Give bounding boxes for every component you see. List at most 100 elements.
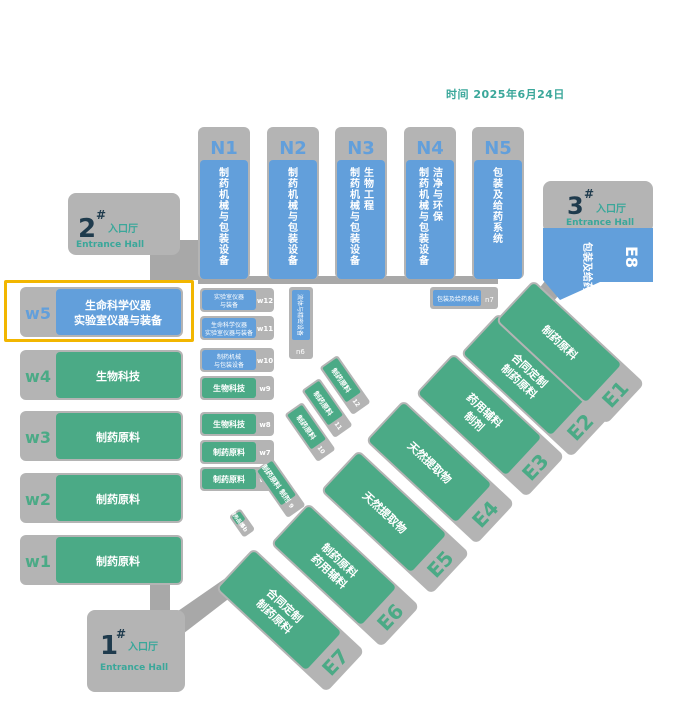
hall-n5-label-char: 装 [492, 177, 503, 190]
hall-e8[interactable]: 包装及给药系统 E8 [543, 228, 653, 312]
hall-n2-id: N2 [279, 138, 307, 159]
hall-w7[interactable]: w7 制药原料 [200, 440, 274, 464]
hall-n4-id: N4 [416, 138, 444, 159]
hall-n4-label-2-char: 保 [432, 210, 444, 223]
hall-w5-id: w5 [25, 304, 51, 323]
hall-n3-label-char: 制 [350, 166, 360, 179]
hall-w7-label: 制药原料 [213, 447, 245, 457]
hall-fill [257, 461, 296, 505]
hall-w9[interactable]: w9 生物科技 [200, 376, 274, 400]
hall-n1-label-char: 包 [219, 221, 229, 234]
hall-fill [202, 414, 256, 434]
hall-e8-id: E8 [622, 246, 641, 268]
hall-n7[interactable]: 包装及给药系统 n7 [430, 287, 498, 309]
hall-n2-label-char: 械 [288, 199, 298, 212]
hall-n3-label-2-char: 物 [364, 177, 374, 190]
hall-fill [202, 290, 256, 310]
hall-n4-label-2-char: 与 [433, 188, 443, 201]
entrance-1[interactable]: 1 # 入口厅 Entrance Hall [87, 610, 185, 692]
hall-n5-label-char: 系 [493, 221, 503, 234]
hall-n5-label-char: 及 [493, 189, 504, 201]
hall-w4-label: 生物科技 [96, 369, 141, 383]
hall-w11-label-2: 实验室仪器与装备 [205, 329, 253, 337]
entrance-2-cn: 入口厅 [108, 223, 138, 235]
hall-w9-label: 生物科技 [213, 383, 246, 393]
hall-w8-label: 生物科技 [213, 419, 246, 429]
entrance-3-cn: 入口厅 [596, 203, 626, 215]
entrance-1-cn: 入口厅 [128, 641, 158, 653]
hall-n4-label-char: 备 [418, 254, 430, 267]
hall-n3-label-2-char: 工 [364, 190, 374, 201]
hall-fill [369, 404, 490, 521]
hall-n5-label: 包装及给药系统 [492, 166, 504, 245]
hall-n7-label: 包装及给药系统 [437, 295, 479, 303]
hall-n3-label-char: 械 [350, 199, 360, 212]
entrance-1-number: 1 [100, 631, 118, 661]
highlight-frame [4, 280, 194, 342]
entrance-3-en: Entrance Hall [566, 218, 634, 228]
entrance-1-mark: # [116, 627, 126, 641]
hall-n6[interactable]: 流体与精密设备 n6 [289, 287, 313, 359]
hall-w12-label-2: 与装备 [220, 301, 238, 309]
hall-n5-label-char: 统 [493, 232, 503, 245]
hall-w7-id: w7 [259, 449, 270, 457]
hall-w10-id: w10 [257, 357, 273, 365]
hall-n3-id: N3 [347, 138, 375, 159]
hall-fill [406, 160, 454, 279]
entrance-1-en: Entrance Hall [100, 663, 168, 673]
hall-n2-label-char: 设 [288, 243, 298, 256]
hall-n3-label-2-char: 程 [364, 199, 374, 212]
entrance-3-number: 3 [567, 192, 584, 220]
hall-n2-label-char: 与 [288, 210, 298, 223]
entrance-3[interactable]: 3 # 入口厅 Entrance Hall [543, 181, 653, 233]
hall-n4-label-2-char: 净 [433, 177, 443, 190]
hall-n4-label-char: 机 [419, 188, 429, 201]
hall-n6-id: n6 [296, 348, 305, 356]
hall-n4-label-2-char: 环 [433, 200, 443, 212]
hall-w10-label: 制药机械 [217, 353, 241, 361]
hall-fill [56, 475, 181, 521]
hall-w9-id: w9 [259, 385, 270, 393]
hall-diag-12-id: 12 [351, 398, 362, 409]
hall-n3-label-char: 装 [349, 232, 360, 245]
hall-w12-label: 实验室仪器 [214, 293, 244, 301]
hall-n4-label-char: 包 [419, 221, 429, 234]
hall-w1-id: w1 [25, 552, 51, 571]
entrance-2[interactable]: 2 # 入口厅 Entrance Hall [68, 193, 180, 255]
hall-diag-5b-id: 5b [238, 522, 249, 534]
entrance-3-mark: # [584, 187, 594, 201]
hall-n1-label-char: 与 [219, 210, 229, 223]
hall-n4-label-char: 制 [419, 166, 429, 179]
hall-n5-label-char: 药 [493, 210, 503, 223]
hall-w10-label-2: 与包装设备 [214, 361, 244, 369]
hall-fill [464, 317, 585, 434]
